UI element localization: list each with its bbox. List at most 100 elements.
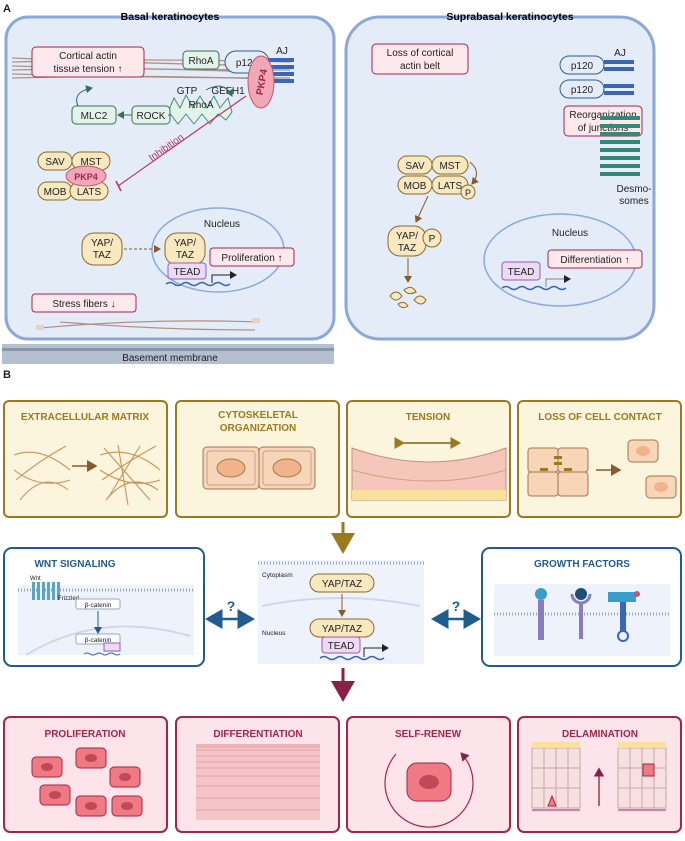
- lats: LATS: [77, 187, 102, 198]
- basement-label: Basement membrane: [122, 353, 218, 364]
- cytoplasm-label: Cytoplasm: [262, 572, 293, 579]
- sav-supra: SAV: [405, 161, 425, 172]
- yaptaz-out-2: TAZ: [93, 250, 111, 261]
- yaptaz-supra-1: YAP/: [396, 231, 418, 242]
- growth-receptor-3: [608, 591, 640, 642]
- tead-b: TEAD: [328, 641, 355, 652]
- wnt-title: WNT SIGNALING: [34, 559, 115, 570]
- mst-supra: MST: [439, 161, 460, 172]
- mlc2-actin-arrow: [76, 85, 93, 107]
- yaptaz-in-2: TAZ: [176, 250, 194, 261]
- mob: MOB: [44, 187, 67, 198]
- transcription-arrow-supra: [545, 275, 571, 287]
- tead-box-supra: [501, 261, 541, 281]
- tension-title: TENSION: [406, 412, 450, 423]
- outcome-proliferation: PROLIFERATION: [45, 729, 126, 740]
- rhoa-mid: RhoA: [188, 100, 213, 111]
- yaptaz-top-box: [309, 573, 375, 593]
- wnt-dna: [83, 652, 121, 656]
- tead-box-b: [321, 636, 361, 654]
- growth-title: GROWTH FACTORS: [534, 559, 630, 570]
- ecm-title: EXTRACELLULAR MATRIX: [21, 412, 149, 423]
- panel-a-label: A: [3, 3, 11, 15]
- p-yap-circle: [422, 228, 442, 248]
- suprabasal-title: Suprabasal keratinocytes: [446, 11, 573, 23]
- proliferation-box: [209, 247, 295, 267]
- p-lats: P: [465, 188, 471, 198]
- tissue-tension-text: tissue tension ↑: [54, 64, 123, 75]
- stress-fibers-box: [31, 293, 137, 313]
- p-yap: P: [429, 234, 436, 245]
- panel-b-label: B: [3, 369, 11, 381]
- transcription-arrow-b: [363, 644, 389, 657]
- basal-title: Basal keratinocytes: [121, 11, 220, 23]
- tension-box: [346, 400, 511, 518]
- loss-actin-2: actin belt: [400, 61, 440, 72]
- cyto-title-1: CYTOSKELETAL: [218, 410, 298, 421]
- bcat1: β-catenin: [85, 602, 112, 609]
- dna-supra: [501, 285, 567, 291]
- stress-fibers-label: Stress fibers ↓: [52, 299, 115, 310]
- yaptaz-in-1: YAP/: [174, 238, 196, 249]
- differentiation-panel: [175, 716, 340, 833]
- lats-phospho-arrow: [469, 161, 479, 185]
- wnt-ligand: Wnt: [30, 576, 41, 582]
- nucleus-label-basal: Nucleus: [204, 219, 240, 230]
- aj-junction-bars: [268, 58, 294, 83]
- wnt-tf: [103, 642, 121, 652]
- tead-basal: TEAD: [174, 267, 201, 278]
- ecm-box: [3, 400, 168, 518]
- loss-actin-1: Loss of cortical: [387, 48, 454, 59]
- desmosome-bars: [600, 116, 640, 176]
- mst: MST: [80, 157, 101, 168]
- gefh1-label: GEFH1: [211, 86, 245, 97]
- aj-label-basal: AJ: [276, 46, 288, 57]
- sav: SAV: [45, 157, 65, 168]
- yaptaz-out-1: YAP/: [91, 238, 113, 249]
- tead-box-basal: [167, 262, 207, 280]
- inhibition-bar: [115, 180, 122, 192]
- mob-supra: MOB: [404, 181, 427, 192]
- differentiation-box: [547, 249, 643, 269]
- stress-fibers: [36, 318, 261, 331]
- rhoa-top: RhoA: [188, 56, 213, 67]
- self-renew-panel: [346, 716, 511, 833]
- yaptaz-cytoplasm: [81, 232, 123, 266]
- loss-actin-box: [371, 43, 469, 75]
- transcription-arrow-basal: [211, 271, 237, 283]
- desmo-1: Desmo-: [616, 184, 651, 195]
- nucleus-label-supra: Nucleus: [552, 228, 588, 239]
- hippo-complex-supra: [397, 155, 476, 200]
- pkp4-junction: [247, 55, 275, 109]
- bcat2-box: [75, 633, 121, 645]
- center-nuclear-edge: [261, 597, 421, 607]
- pkp4-junction-label: PKP4: [255, 68, 270, 96]
- growth-question: ?: [452, 598, 461, 614]
- outcome-self-renew: SELF-RENEW: [395, 729, 462, 740]
- rhoa-top-box: [182, 50, 220, 70]
- dna-b: [319, 655, 385, 661]
- reorg-1: Reorganization: [569, 110, 636, 121]
- lats-yap-arrow: [414, 195, 429, 223]
- aj-bars-supra: [604, 60, 634, 95]
- yaptaz-top: YAP/TAZ: [322, 579, 362, 590]
- basement-membrane-line: [2, 348, 334, 351]
- pkp4-hippo: PKP4: [74, 172, 98, 182]
- cortical-actin-text: Cortical actin: [59, 51, 117, 62]
- lats-supra: LATS: [438, 181, 463, 192]
- nucleus-label-b: Nucleus: [262, 630, 286, 637]
- p120b: p120: [571, 85, 594, 96]
- rock: ROCK: [137, 111, 166, 122]
- p120: p120: [236, 58, 259, 69]
- frizzled-label: Frizzled: [58, 596, 79, 602]
- loss-contact-title: LOSS OF CELL CONTACT: [538, 412, 662, 423]
- cyto-title-2: ORGANIZATION: [220, 423, 296, 434]
- loss-contact-box: [517, 400, 682, 518]
- gtp-label: GTP: [177, 86, 198, 97]
- mlc2: MLC2: [81, 111, 108, 122]
- p120a: p120: [571, 61, 594, 72]
- inhibition-line: [117, 95, 247, 187]
- desmo-2: somes: [619, 196, 648, 207]
- p120a-box: [559, 55, 605, 75]
- yaptaz-bottom: YAP/TAZ: [322, 624, 362, 635]
